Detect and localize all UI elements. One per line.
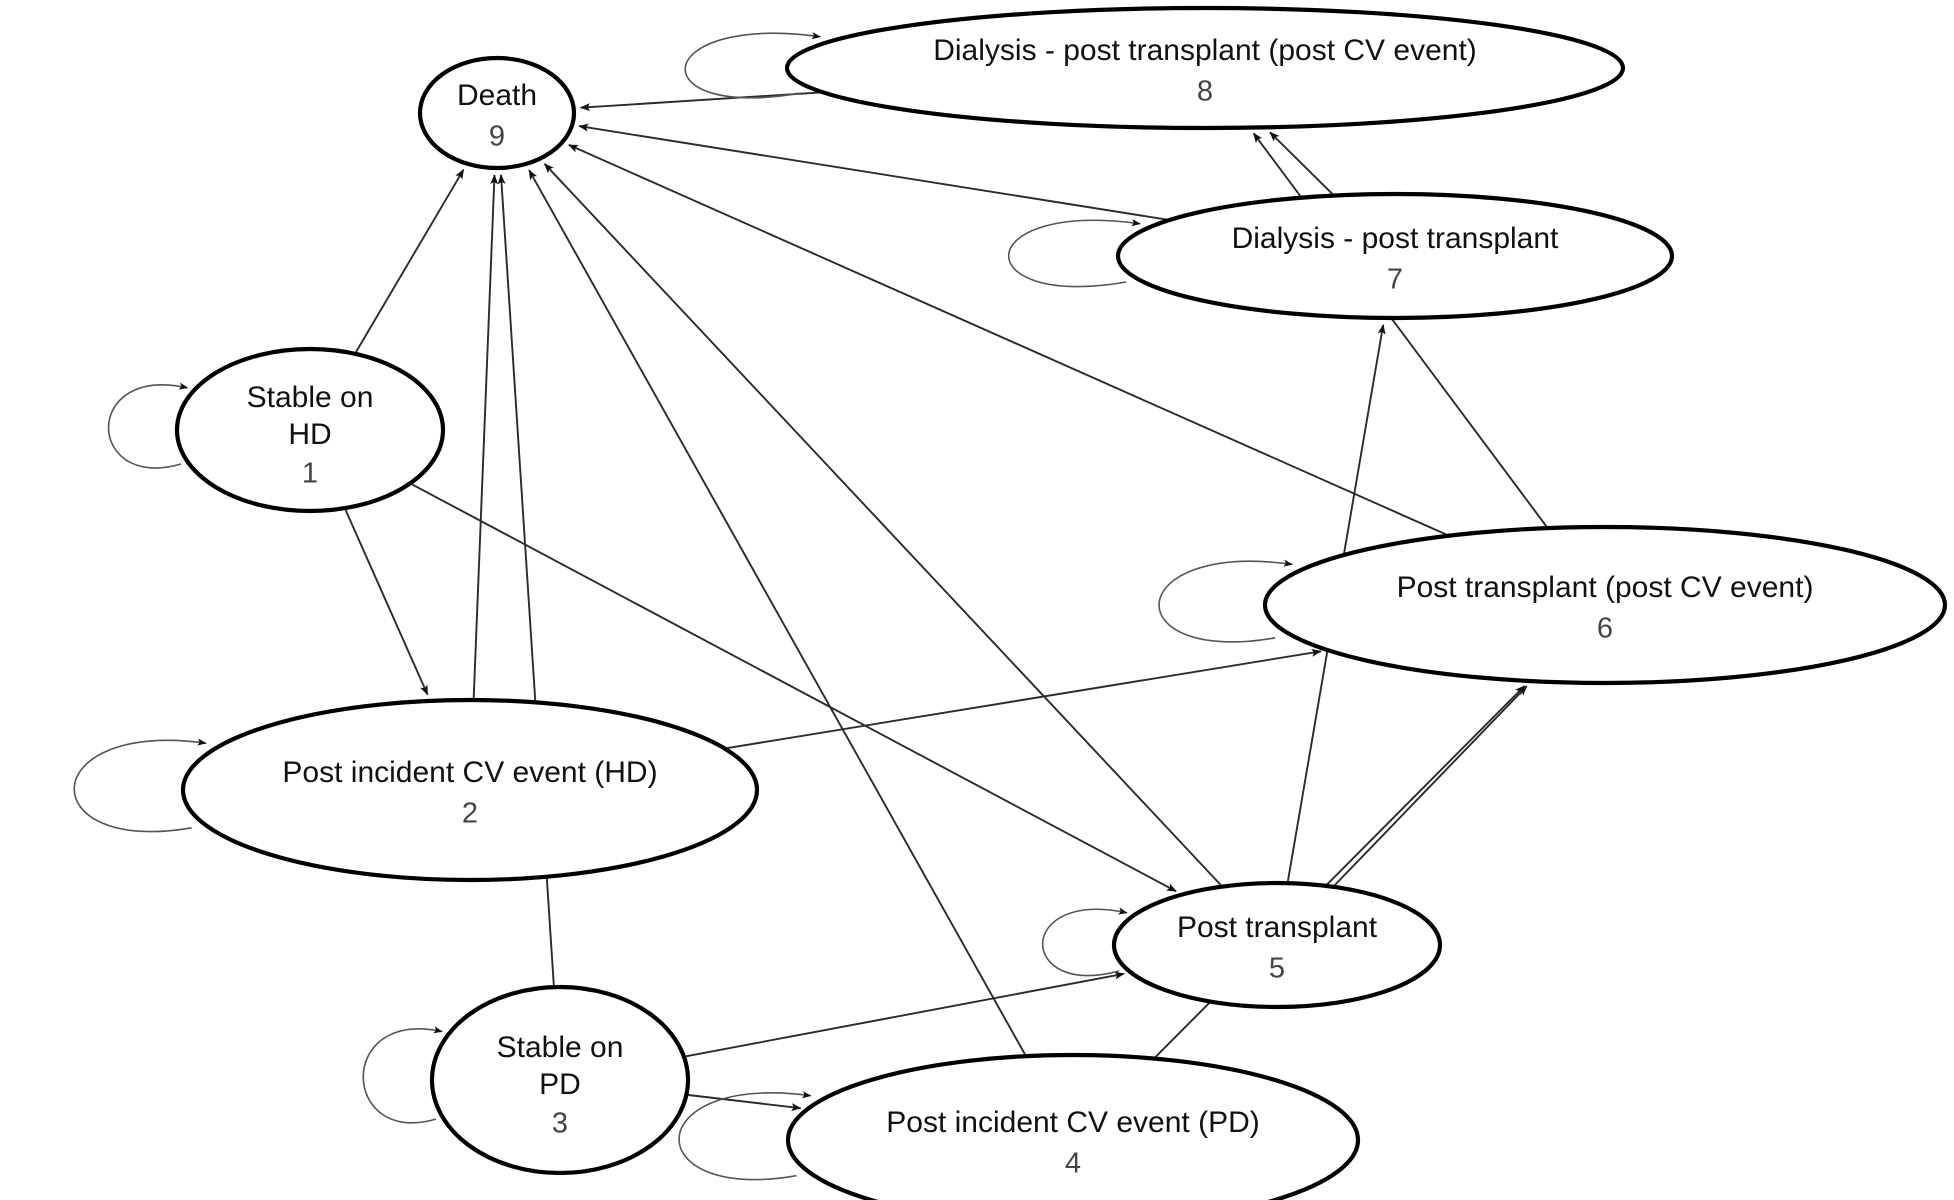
edge-6-to-9: Post transplant (post CV event) to Death — [568, 144, 1448, 536]
edge-7-to-8: Dialysis - post transplant to Dialysis -… — [1269, 131, 1334, 195]
node-label-9: Death — [457, 79, 537, 112]
node-ellipse-2[interactable] — [180, 697, 760, 883]
node-ellipse-1[interactable] — [174, 346, 446, 514]
self-loop-node-5: self transition 5 — [1041, 907, 1128, 977]
node-number-9: 9 — [489, 121, 505, 153]
node-label-6: Post transplant (post CV event) — [1397, 571, 1814, 604]
self-loop-node-8: self transition 8 — [684, 32, 821, 99]
node-label-7: Dialysis - post transplant — [1232, 222, 1559, 255]
node-ellipse-4[interactable] — [785, 1052, 1361, 1200]
state-node-8[interactable]: Dialysis - post transplant (post CV even… — [784, 5, 1626, 131]
edge-2-to-6: Post incident CV event (HD) to Post tran… — [726, 648, 1322, 750]
edge-5-to-6: Post transplant to Post transplant (post… — [1333, 685, 1528, 887]
node-label-3-line2: PD — [539, 1068, 581, 1101]
state-node-1[interactable]: Stable on HD 1 — [174, 346, 446, 514]
node-number-1: 1 — [302, 458, 318, 490]
edge-1-to-2: Stable on HD to Post incident CV event (… — [344, 509, 429, 696]
self-loop-node-3: self transition 3 — [362, 1026, 443, 1124]
node-ellipse-7[interactable] — [1115, 191, 1675, 321]
self-loop-node-6: self transition 6 — [1158, 559, 1293, 643]
state-node-9[interactable]: Death 9 — [417, 55, 577, 171]
edge-2-to-9: Post incident CV event (HD) to Death — [472, 174, 499, 699]
node-number-8: 8 — [1197, 76, 1213, 108]
node-ellipse-8[interactable] — [784, 5, 1626, 131]
node-number-4: 4 — [1065, 1148, 1081, 1180]
node-number-5: 5 — [1269, 953, 1285, 985]
node-ellipse-5[interactable] — [1111, 880, 1443, 1010]
edge-5-to-9: Post transplant to Death — [543, 163, 1222, 886]
node-number-3: 3 — [552, 1108, 568, 1140]
edge-7-to-9: Dialysis - post transplant to Death — [578, 123, 1168, 221]
node-label-8: Dialysis - post transplant (post CV even… — [933, 34, 1477, 67]
node-label-1-line1: Stable on — [247, 381, 374, 414]
self-loop-node-2: self transition 2 — [73, 738, 207, 833]
node-label-3-line1: Stable on — [497, 1031, 624, 1064]
node-ellipse-9[interactable] — [417, 55, 577, 171]
state-node-3[interactable]: Stable on PD 3 — [429, 984, 691, 1176]
self-loop-node-4: self transition 4 — [678, 1091, 812, 1181]
node-label-2: Post incident CV event (HD) — [282, 756, 657, 789]
state-node-4[interactable]: Post incident CV event (PD) 4 — [785, 1052, 1361, 1200]
state-node-7[interactable]: Dialysis - post transplant 7 — [1115, 191, 1675, 321]
node-number-7: 7 — [1387, 264, 1403, 296]
node-ellipse-6[interactable] — [1262, 524, 1948, 686]
node-label-5: Post transplant — [1177, 911, 1378, 944]
self-loop-node-7: self transition 7 — [1007, 219, 1141, 288]
edge-3-to-5: Stable on PD to Post transplant — [685, 971, 1125, 1058]
node-label-4: Post incident CV event (PD) — [886, 1106, 1260, 1139]
node-number-6: 6 — [1597, 613, 1613, 645]
edge-4-to-9: Post incident CV event (PD) to Death — [528, 169, 1026, 1055]
self-loop-node-1: self transition 1 — [107, 382, 189, 469]
node-label-1-line2: HD — [288, 418, 331, 451]
node-ellipse-3[interactable] — [429, 984, 691, 1176]
state-node-5[interactable]: Post transplant 5 — [1111, 880, 1443, 1010]
state-node-2[interactable]: Post incident CV event (HD) 2 — [180, 697, 760, 883]
node-number-2: 2 — [462, 798, 478, 830]
edge-8-to-9: Dialysis - post transplant (post CV even… — [579, 91, 821, 112]
edge-1-to-9: Stable on HD to Death — [355, 169, 465, 353]
state-node-6[interactable]: Post transplant (post CV event) 6 — [1262, 524, 1948, 686]
edge-1-to-5: Stable on HD to Post transplant — [411, 483, 1177, 893]
edge-3-to-4: Stable on PD to Post incident CV event (… — [688, 1094, 802, 1112]
self-loops-layer: self transition 1 self transition 2 self t… — [73, 32, 1293, 1181]
